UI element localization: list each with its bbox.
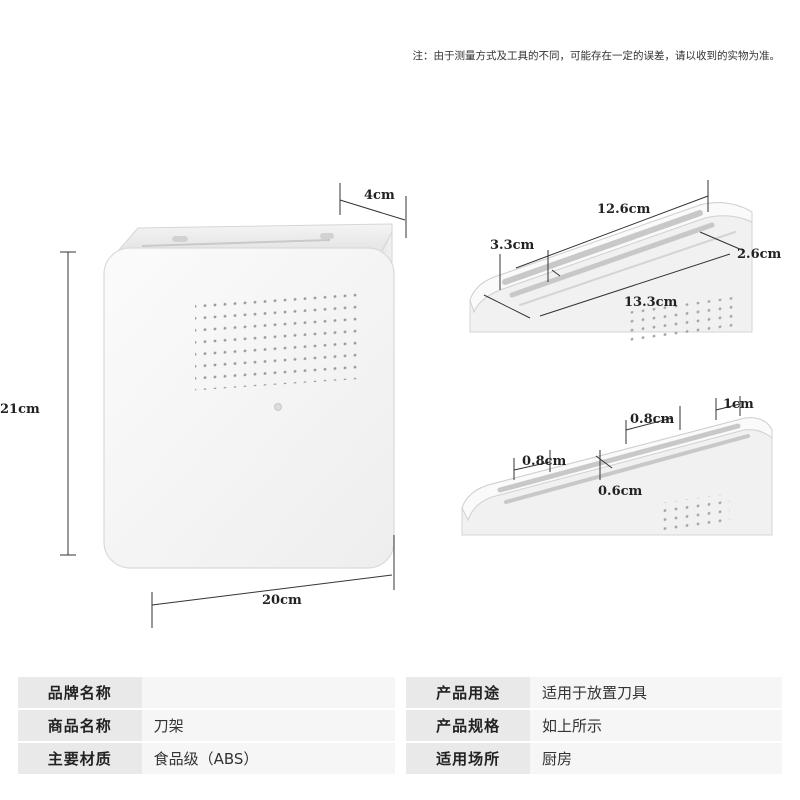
product-diagram: 4cm 21cm 20cm 12.6cm 3.3cm 2.6cm 13.3cm [0, 180, 782, 628]
spec-row: 主要材质 食品级（ABS） 适用场所 厨房 [18, 742, 782, 776]
slot-narrow-right-label: 0.8cm [630, 412, 675, 427]
detail-view-top [469, 202, 753, 344]
slot-a-width-label: 3.3cm [490, 238, 535, 253]
wall-mid-label: 0.6cm [598, 484, 643, 499]
spec-value: 食品级（ABS） [141, 742, 395, 776]
spec-label: 产品规格 [406, 709, 530, 743]
spec-table: 品牌名称 产品用途 适用于放置刀具 商品名称 刀架 产品规格 如上所示 主要材质… [18, 677, 782, 776]
detail-view-bottom [461, 417, 773, 536]
spec-value: 厨房 [529, 742, 782, 776]
spec-value: 适用于放置刀具 [529, 677, 782, 710]
slot-length-bottom-label: 13.3cm [624, 295, 678, 310]
spec-label: 适用场所 [406, 742, 530, 776]
spec-value: 刀架 [141, 709, 395, 743]
spec-value: 如上所示 [529, 709, 782, 743]
depth-label: 4cm [364, 188, 395, 203]
slot-b-width-label: 2.6cm [737, 247, 782, 262]
wall-right-label: 1cm [723, 397, 754, 412]
dimension-lines-bottom-detail [513, 396, 741, 480]
height-label: 21cm [0, 402, 40, 417]
spec-label: 品牌名称 [18, 677, 142, 710]
slot-narrow-left-label: 0.8cm [522, 454, 567, 469]
slot-length-top-label: 12.6cm [597, 202, 651, 217]
spec-label: 商品名称 [18, 709, 142, 743]
spec-value [141, 677, 395, 710]
disclaimer-note: 注：由于测量方式及工具的不同，可能存在一定的误差，请以收到的实物为准。 [412, 50, 781, 62]
dimension-lines-main [60, 183, 407, 628]
width-label: 20cm [262, 593, 302, 608]
spec-row: 品牌名称 产品用途 适用于放置刀具 [18, 677, 782, 710]
dimension-lines-top-detail [483, 180, 743, 319]
spec-label: 主要材质 [18, 742, 142, 776]
knife-block-main [103, 223, 395, 569]
spec-label: 产品用途 [406, 677, 530, 710]
spec-row: 商品名称 刀架 产品规格 如上所示 [18, 709, 782, 743]
